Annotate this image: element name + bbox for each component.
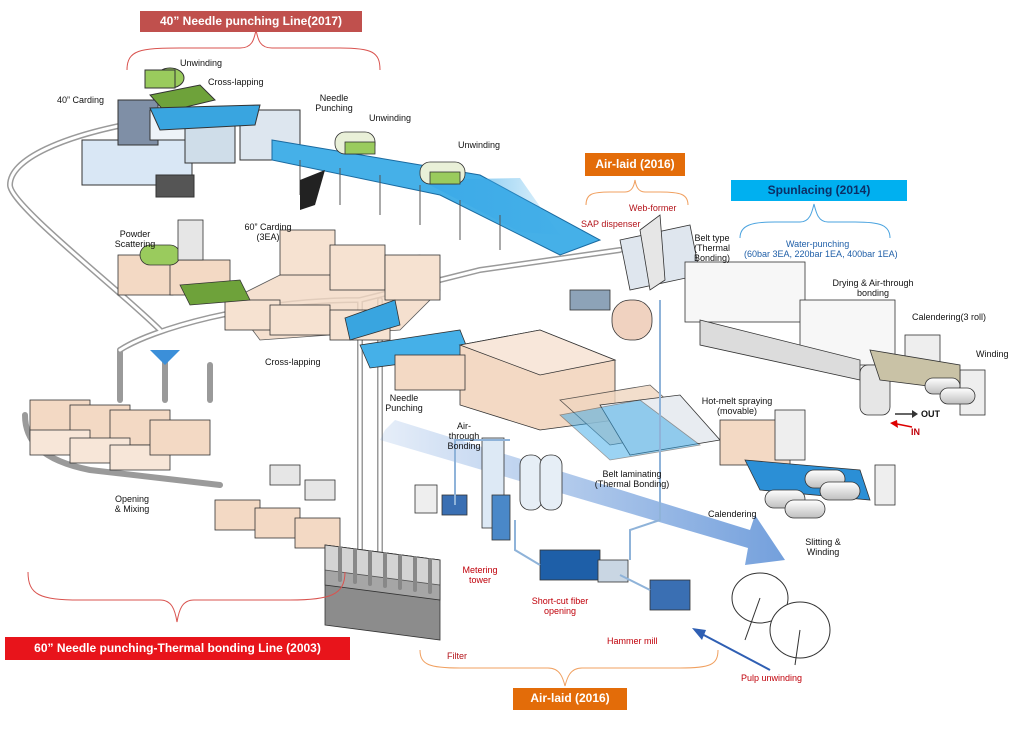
label-winding: Winding	[976, 349, 1009, 359]
spunlacing-banner: Spunlacing (2014)	[731, 180, 907, 201]
brace-airlaid-top	[585, 179, 689, 206]
brace-spunlacing	[739, 203, 891, 239]
unwind-rolls-top	[334, 131, 466, 185]
carding-60-line	[224, 229, 471, 369]
label-unwinding-1: Unwinding	[180, 58, 223, 68]
label-calendering-3roll: Calendering(3 roll)	[912, 312, 987, 322]
v-joint	[150, 350, 180, 365]
label-cross-lapping-mid: Cross-lapping	[265, 357, 321, 367]
pulp-arrow	[692, 628, 771, 671]
winding-rolls	[924, 377, 976, 405]
label-powder-scattering: Powder Scattering	[114, 229, 156, 249]
label-cross-lapping-top: Cross-lapping	[208, 77, 264, 87]
brace-airlaid-bottom	[419, 649, 719, 687]
label-metering-tower: Metering tower	[462, 565, 498, 585]
airlaid-bottom-equipment	[414, 437, 691, 611]
label-carding-40: 40” Carding	[57, 95, 105, 105]
label-carding-60: 60” Carding (3EA)	[244, 222, 292, 242]
top-line-machines	[81, 67, 301, 198]
top-conveyor	[271, 139, 602, 256]
label-belt-type: Belt type (Thermal Bonding)	[693, 233, 731, 263]
label-unwinding-3: Unwinding	[458, 140, 501, 150]
slitting-rolls	[764, 464, 896, 519]
label-filter: Filter	[447, 651, 467, 661]
label-water-punching: Water-punching	[786, 239, 850, 249]
opening-feeders	[214, 464, 341, 549]
powder-scattering-unit	[117, 219, 251, 306]
label-needle-punching-mid: Needle Punching	[385, 393, 423, 413]
pulp-reels	[731, 572, 831, 666]
label-pulp-unwinding: Pulp unwinding	[741, 673, 803, 683]
label-web-former: Web-former	[629, 203, 677, 213]
airlaid-top-banner: Air-laid (2016)	[585, 153, 685, 176]
label-needle-punching-top: Needle Punching	[315, 93, 353, 113]
label-calendering: Calendering	[708, 509, 757, 519]
airlaid-bottom-banner: Air-laid (2016)	[513, 688, 627, 710]
needle60-banner: 60” Needle punching-Thermal bonding Line…	[5, 637, 350, 660]
label-hot-melt: Hot-melt spraying (movable)	[701, 396, 773, 416]
label-in: IN	[911, 427, 920, 437]
bottom-duct	[454, 300, 661, 591]
label-water-punching-spec: (60bar 3EA, 220bar 1EA, 400bar 1EA)	[744, 249, 898, 259]
brace-needle40	[126, 29, 381, 71]
label-slitting: Slitting & Winding	[805, 537, 841, 557]
label-short-cut: Short-cut fiber opening	[531, 596, 589, 616]
filter-box	[324, 544, 441, 641]
label-out: OUT	[921, 409, 940, 419]
in-out-arrows	[890, 410, 918, 428]
label-sap-dispenser: SAP dispenser	[581, 219, 641, 229]
flow-arrow	[380, 420, 785, 565]
opening-mixing-bales	[29, 399, 211, 471]
needle40-banner: 40” Needle punching Line(2017)	[140, 11, 362, 32]
brace-needle60	[27, 571, 346, 623]
label-hammer-mill: Hammer mill	[607, 636, 658, 646]
label-air-through: Air-through Bonding	[447, 421, 481, 451]
label-belt-laminating: Belt laminating (Thermal Bonding)	[594, 469, 670, 489]
label-drying: Drying & Air-through bonding	[832, 278, 914, 298]
label-opening-mixing: Opening & Mixing	[114, 494, 150, 514]
airlaid-forming	[569, 214, 701, 341]
spunlacing-frames	[684, 261, 986, 416]
label-unwinding-2: Unwinding	[369, 113, 412, 123]
